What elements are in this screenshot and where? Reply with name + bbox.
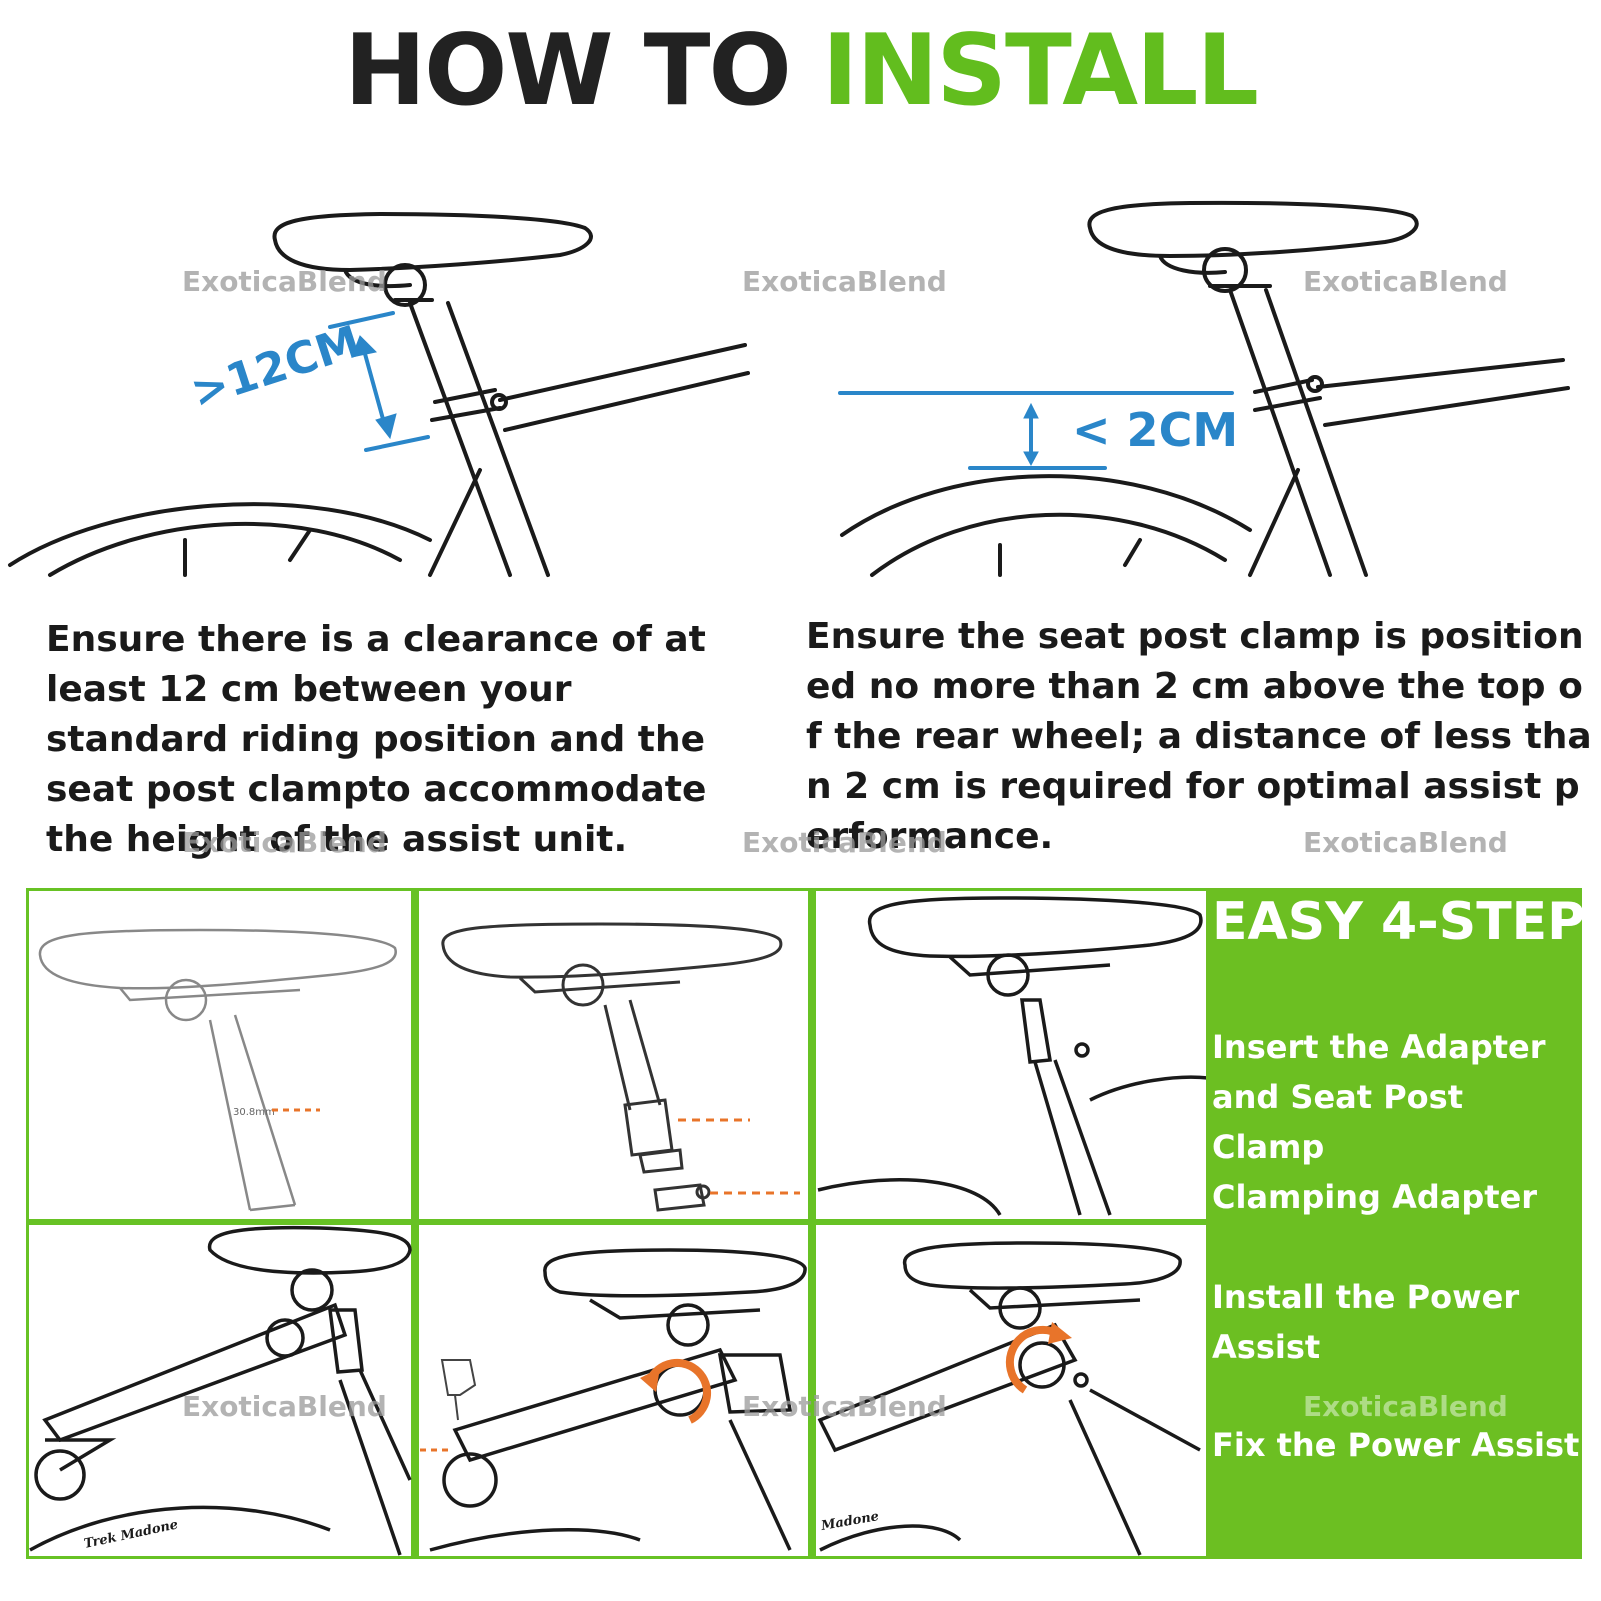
step-item: Insert the Adapter and Seat Post Clamp bbox=[1212, 1028, 1546, 1166]
left-bike-illustration bbox=[8, 212, 750, 577]
right-instruction-text: Ensure the seat post clamp is positioned… bbox=[806, 616, 1592, 857]
step-item: Install the Power Assist bbox=[1212, 1278, 1520, 1366]
cell-3-clamp bbox=[817, 896, 1209, 1216]
watermark: ExoticaBlend bbox=[1303, 826, 1508, 859]
watermark: ExoticaBlend bbox=[742, 1390, 947, 1423]
watermark: ExoticaBlend bbox=[1303, 265, 1508, 298]
hand-pointer-icon bbox=[440, 1359, 477, 1421]
grid-divider bbox=[26, 1219, 1208, 1225]
watermark: ExoticaBlend bbox=[742, 826, 947, 859]
watermark: ExoticaBlend bbox=[1303, 1390, 1508, 1423]
step-item: Clamping Adapter bbox=[1212, 1178, 1538, 1216]
cell-1-seatpost bbox=[38, 928, 397, 1212]
watermark: ExoticaBlend bbox=[182, 1390, 387, 1423]
cell-6-fix bbox=[817, 1241, 1201, 1556]
steps-panel-title: EASY 4-STEP bbox=[1212, 892, 1586, 952]
watermark: ExoticaBlend bbox=[742, 265, 947, 298]
watermark: ExoticaBlend bbox=[182, 826, 387, 859]
cell-5-install bbox=[429, 1248, 807, 1552]
steps-panel bbox=[1206, 888, 1582, 1559]
seatpost-size-label: 30.8mm bbox=[233, 1107, 275, 1118]
rotate-arrow-icon bbox=[1005, 1325, 1063, 1394]
title-part-2: INSTALL bbox=[821, 14, 1259, 128]
cell-4-install bbox=[29, 1225, 412, 1556]
watermark: ExoticaBlend bbox=[182, 265, 387, 298]
cell-2-adapter bbox=[441, 922, 783, 1212]
rotate-arrow-icon bbox=[646, 1358, 712, 1424]
title-part-1: HOW TO bbox=[344, 14, 792, 128]
page-title: HOW TO INSTALL bbox=[0, 22, 1601, 120]
right-dimension-label: < 2CM bbox=[1072, 403, 1239, 457]
right-bike-illustration bbox=[840, 200, 1570, 577]
left-instruction-text: Ensure there is a clearance of at least … bbox=[46, 619, 707, 860]
step-item: Fix the Power Assist bbox=[1212, 1426, 1580, 1464]
